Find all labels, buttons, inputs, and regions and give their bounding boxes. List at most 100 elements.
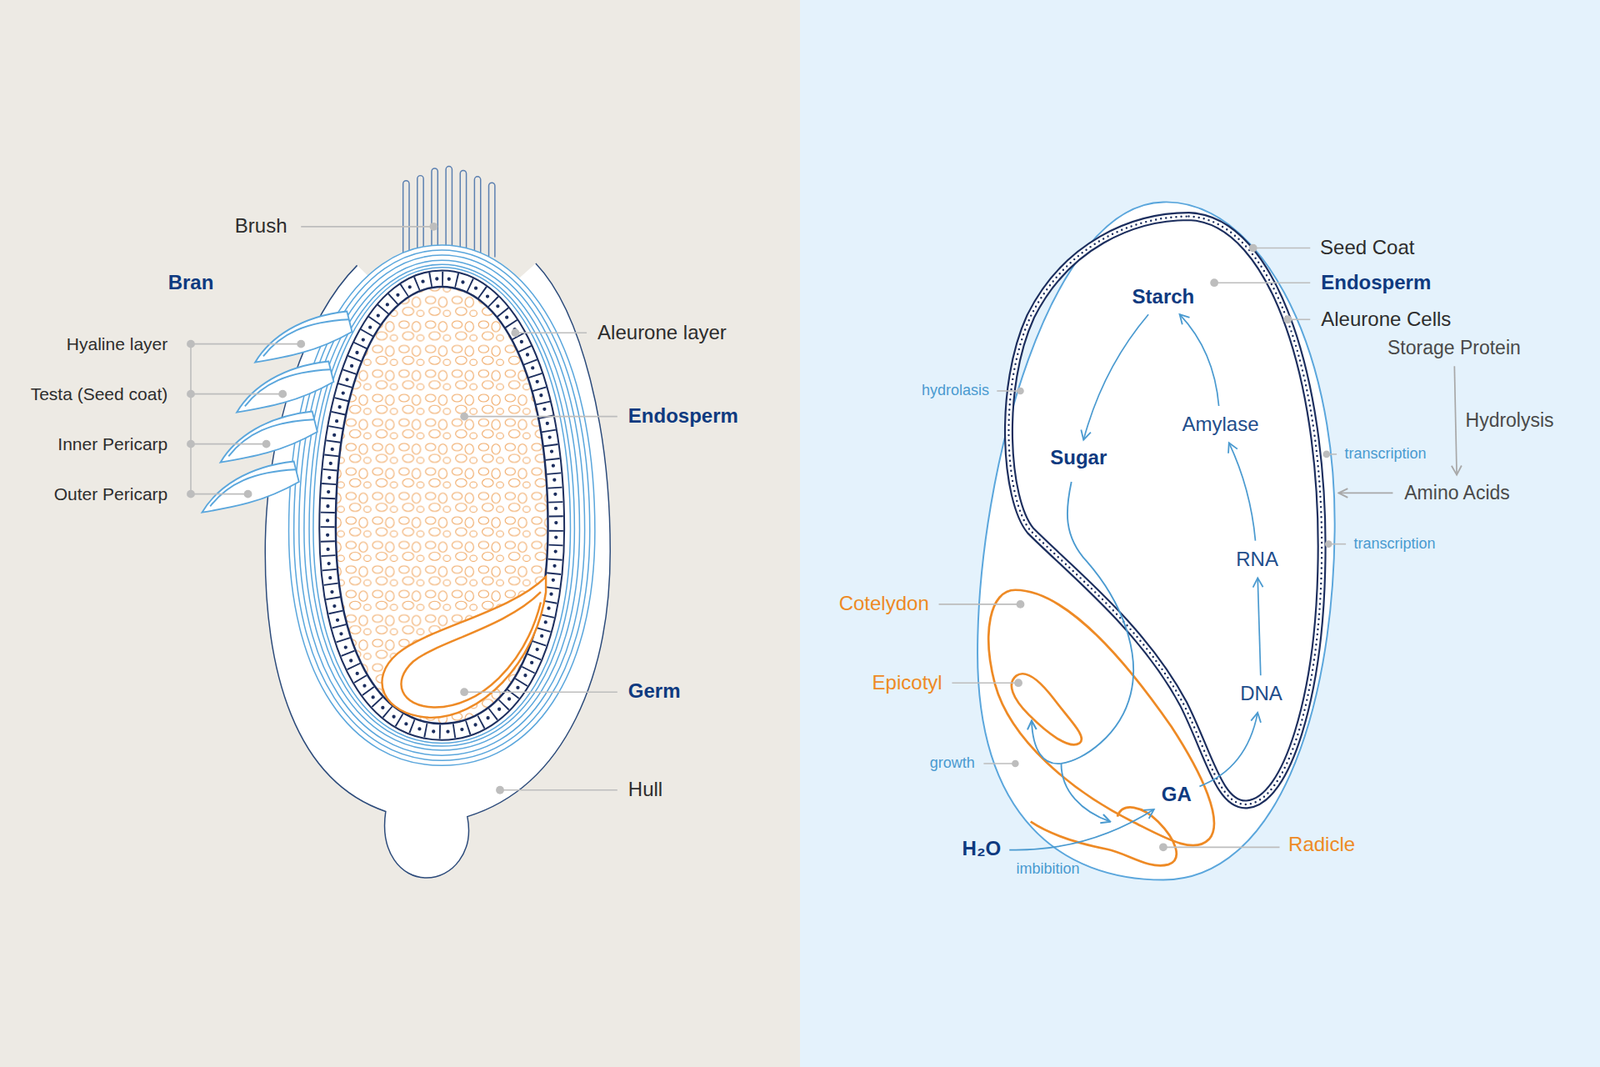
leader-dot [186, 440, 195, 449]
bran-flaps [201, 310, 352, 512]
flow-line [1083, 314, 1149, 440]
leader-dot [1159, 842, 1168, 851]
part-label: Endosperm [626, 403, 740, 430]
arrow-head [1228, 442, 1238, 454]
aleurone-layer [327, 278, 556, 732]
growth-arrow [1031, 481, 1134, 822]
brush [445, 166, 452, 258]
part-label: Endosperm [1319, 270, 1433, 296]
part-label: Inner Pericarp [55, 432, 170, 455]
leader-dot [1283, 315, 1292, 324]
leader-line [1253, 247, 1311, 250]
embryo [1030, 807, 1177, 866]
part-label: Outer Pericarp [52, 482, 170, 505]
node-text: H₂O [962, 836, 1002, 861]
amino-acid-arrow [1339, 492, 1394, 495]
leader-dot [1325, 540, 1333, 548]
leader-dot [186, 340, 195, 349]
bran-layers [309, 264, 575, 746]
leader-dot [296, 340, 305, 349]
part-label: Hull [626, 776, 665, 803]
aleurone-layer [319, 270, 565, 740]
process-node: Amino Acids [1400, 480, 1514, 507]
arrow-head [1253, 577, 1264, 587]
flow-line [1229, 442, 1256, 540]
node-text: Storage Protein [1387, 336, 1521, 360]
part-label: Aleurone Cells [1319, 306, 1453, 333]
flow-line [1454, 365, 1457, 475]
leader-dot [1011, 760, 1020, 768]
leader-dot [460, 687, 469, 696]
leader-dot [460, 412, 469, 421]
flow-line [1180, 314, 1220, 406]
part-label: imbibition [1015, 859, 1082, 880]
leader-dot [186, 490, 195, 499]
node-text: Sugar [1050, 445, 1107, 470]
leader-dot [1016, 387, 1025, 395]
left-panel [0, 0, 800, 1067]
arrow-head [1451, 465, 1462, 475]
part-label: Seed Coat [1318, 235, 1416, 261]
part-label: Brush [233, 213, 290, 240]
flow-line [1257, 577, 1261, 675]
leader-line [464, 415, 618, 418]
leader-line [464, 690, 618, 693]
leader-dot [1249, 244, 1258, 253]
bran-flaps [236, 360, 334, 412]
brush [403, 166, 495, 258]
leader-dot [510, 328, 520, 337]
leader-line [1163, 846, 1280, 849]
bran-flaps [201, 460, 299, 512]
arrow-head [1250, 712, 1261, 723]
process-node: Amylase [1178, 410, 1262, 439]
node-text: Starch [1132, 285, 1195, 310]
leader-line [500, 789, 618, 791]
leader-line [939, 248, 1347, 848]
germ [400, 591, 540, 707]
flow-arrow [1180, 314, 1220, 406]
flow-arrow [1253, 577, 1264, 675]
brush [489, 182, 495, 257]
leader-line [190, 393, 283, 395]
bran-flaps [210, 469, 296, 506]
leader-line [983, 762, 1015, 765]
endosperm [335, 286, 549, 724]
node-text: Amino Acids [1404, 481, 1510, 505]
part-label: Testa (Seed coat) [29, 382, 170, 405]
brush [403, 180, 410, 258]
right-panel [800, 0, 1600, 1067]
germ [381, 576, 546, 718]
part-label: transcription [1342, 444, 1428, 465]
flow-arrow [1228, 442, 1255, 540]
leader-line [300, 225, 434, 228]
bran-layers [313, 267, 571, 744]
leader-line [190, 226, 618, 790]
leader-dot [495, 785, 505, 795]
part-label: transcription [1351, 534, 1437, 555]
leader-dot [430, 222, 439, 231]
growth-arrow [1031, 481, 1134, 764]
brush [460, 170, 466, 257]
leader-line [939, 603, 1021, 605]
leader-line [951, 681, 1019, 684]
endosperm [335, 286, 549, 724]
brush [431, 168, 438, 258]
leader-line [190, 493, 249, 495]
edge-label: Hydrolysis [1464, 408, 1556, 434]
aleurone-layer [319, 270, 565, 740]
leader-dot [186, 390, 195, 399]
leader-dot [1323, 450, 1331, 459]
leader-line [190, 343, 301, 345]
flow-line [1199, 712, 1258, 786]
part-label: Radicle [1286, 831, 1357, 858]
part-label: Germ [626, 678, 683, 705]
process-node: GA [1158, 780, 1195, 809]
embryo [988, 590, 1215, 845]
leader-dot [1016, 600, 1025, 609]
part-label: Cotelydon [837, 590, 931, 617]
process-node: Storage Protein [1384, 335, 1525, 362]
node-text: DNA [1240, 681, 1283, 706]
leader-dot [278, 390, 287, 399]
